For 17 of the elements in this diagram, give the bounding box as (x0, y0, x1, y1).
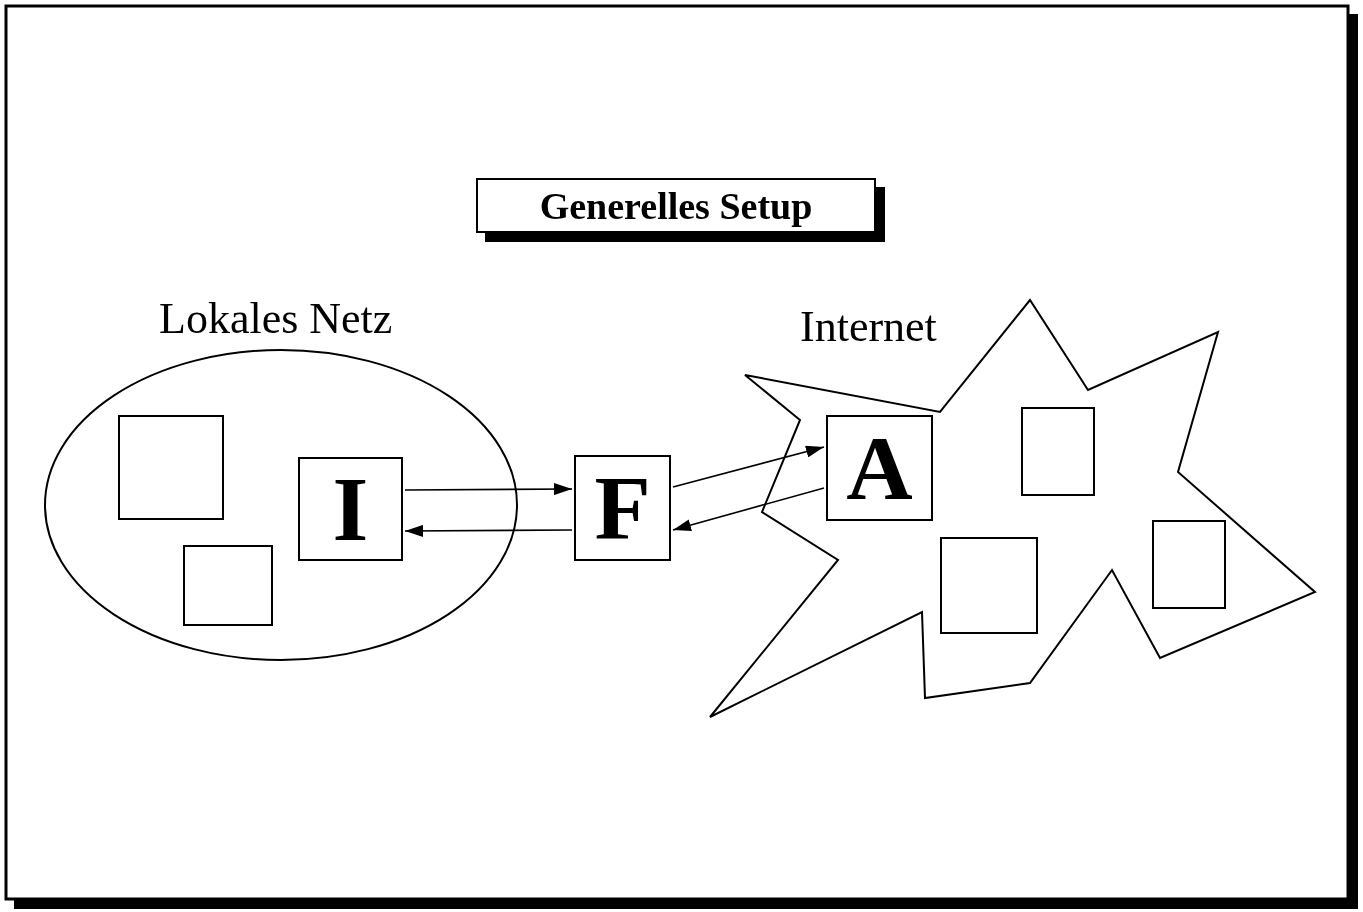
host-letter: A (845, 422, 914, 514)
host-box (574, 455, 671, 561)
empty-box (118, 415, 224, 520)
arrow (672, 445, 825, 488)
empty-box (1152, 520, 1226, 609)
network-heading: Internet (800, 305, 937, 349)
host-box (826, 415, 933, 521)
arrow (404, 483, 573, 496)
arrow (672, 487, 825, 531)
host-box (298, 457, 403, 561)
host-letter: F (593, 462, 652, 554)
empty-box (1021, 407, 1095, 496)
network-heading: Lokales Netz (159, 297, 393, 341)
host-letter: I (331, 463, 370, 555)
empty-box (183, 545, 273, 626)
empty-box (940, 537, 1038, 634)
arrow (404, 524, 573, 537)
